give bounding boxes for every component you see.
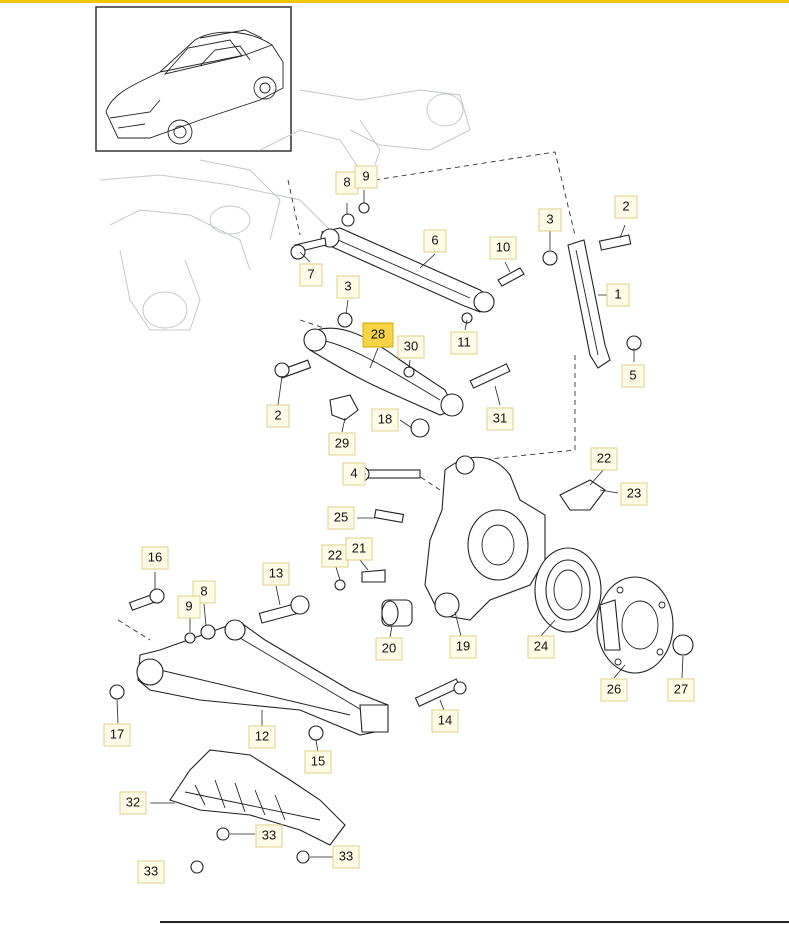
shield-32 [169,749,346,846]
callout-label: 2 [274,407,281,422]
callout-3[interactable]: 3 [538,208,562,232]
callout-4[interactable]: 4 [342,462,366,486]
vehicle-thumbnail [95,6,292,152]
wishbone-12 [136,619,389,736]
callout-22[interactable]: 22 [321,544,349,568]
callout-20[interactable]: 20 [375,637,403,661]
link-1 [567,239,611,369]
callout-15[interactable]: 15 [304,750,332,774]
callout-2[interactable]: 2 [614,195,638,219]
callout-3[interactable]: 3 [336,275,360,299]
callout-label: 27 [674,681,688,696]
callout-label: 21 [352,540,366,555]
callout-label: 33 [339,848,353,863]
callout-label: 28 [371,326,385,341]
callout-label: 31 [493,410,507,425]
control-arm-28 [303,327,464,417]
wheel-bearing-24 [534,547,602,633]
callout-32[interactable]: 32 [119,791,147,815]
callout-label: 22 [328,547,342,562]
callout-2[interactable]: 2 [266,404,290,428]
callout-30[interactable]: 30 [397,335,425,359]
bottom-divider [160,921,789,923]
subframe-ghost [99,89,471,331]
callout-label: 7 [307,266,314,281]
callout-12[interactable]: 12 [248,725,276,749]
callout-label: 24 [534,638,548,653]
callout-25[interactable]: 25 [327,506,355,530]
control-arm-6 [320,227,495,313]
callout-label: 26 [607,681,621,696]
callout-label: 12 [255,728,269,743]
callout-6[interactable]: 6 [423,229,447,253]
callout-label: 18 [378,411,392,426]
callout-33[interactable]: 33 [332,845,360,869]
callout-label: 23 [627,485,641,500]
callout-29[interactable]: 29 [328,432,356,456]
callout-16[interactable]: 16 [141,546,169,570]
fasteners [109,202,694,874]
callout-13[interactable]: 13 [262,562,290,586]
callout-9[interactable]: 9 [354,165,378,189]
leader-lines [116,190,684,858]
callout-27[interactable]: 27 [667,678,695,702]
callout-label: 4 [350,465,357,480]
callout-label: 9 [362,168,369,183]
callout-28-highlighted[interactable]: 28 [362,322,394,348]
callout-9[interactable]: 9 [177,595,201,619]
callout-26[interactable]: 26 [600,678,628,702]
callout-label: 20 [382,640,396,655]
callout-label: 25 [334,509,348,524]
callout-10[interactable]: 10 [489,236,517,260]
callout-label: 9 [185,598,192,613]
callout-18[interactable]: 18 [371,408,399,432]
callout-label: 10 [496,239,510,254]
callout-label: 16 [148,549,162,564]
top-accent-bar [0,0,789,3]
callout-33[interactable]: 33 [137,860,165,884]
callout-label: 8 [343,174,350,189]
callout-label: 29 [335,435,349,450]
callout-label: 11 [457,334,471,349]
callout-label: 19 [456,638,470,653]
callout-label: 3 [344,278,351,293]
callout-23[interactable]: 23 [620,482,648,506]
callout-label: 5 [629,367,636,382]
callout-label: 1 [614,286,621,301]
callout-label: 22 [597,450,611,465]
callout-label: 15 [311,753,325,768]
callout-21[interactable]: 21 [345,537,373,561]
callout-label: 6 [431,232,438,247]
callout-label: 32 [126,794,140,809]
callout-17[interactable]: 17 [103,723,131,747]
callout-7[interactable]: 7 [299,263,323,287]
callout-label: 33 [144,863,158,878]
callout-label: 17 [110,726,124,741]
callout-label: 14 [438,712,452,727]
callout-31[interactable]: 31 [486,407,514,431]
callout-22[interactable]: 22 [590,447,618,471]
callout-14[interactable]: 14 [431,709,459,733]
callout-label: 13 [269,565,283,580]
callout-label: 2 [622,198,629,213]
callout-11[interactable]: 11 [450,331,478,355]
callout-1[interactable]: 1 [606,283,630,307]
callout-33[interactable]: 33 [255,824,283,848]
wheel-hub-26 [596,576,674,674]
callout-label: 30 [404,338,418,353]
callout-label: 33 [262,827,276,842]
callout-5[interactable]: 5 [621,364,645,388]
wheel-carrier-19 [424,455,546,621]
callout-24[interactable]: 24 [527,635,555,659]
callout-label: 3 [546,211,553,226]
callout-label: 8 [200,583,207,598]
callout-19[interactable]: 19 [449,635,477,659]
